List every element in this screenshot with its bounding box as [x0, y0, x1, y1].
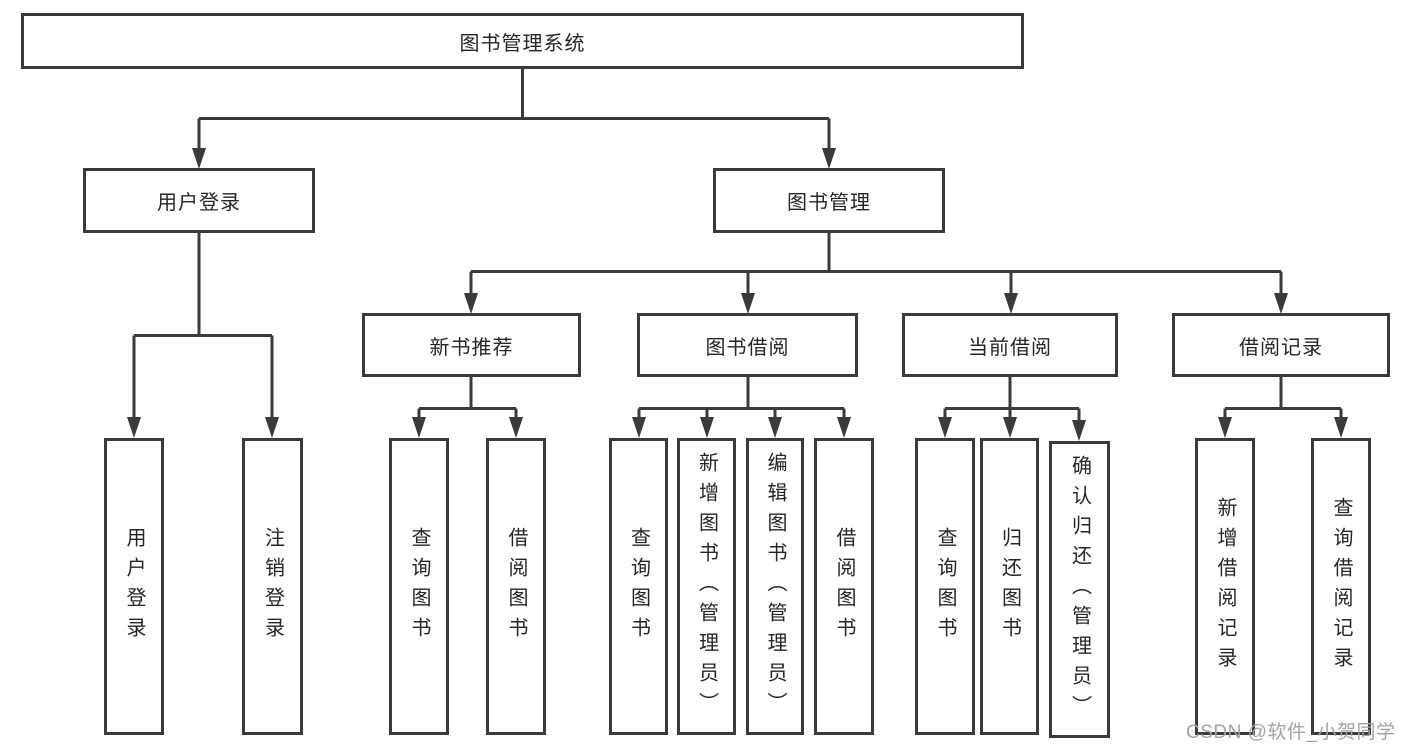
watermark: CSDN @软件_小贺同学 — [1186, 722, 1396, 743]
leaf-label: 归还图书 — [998, 526, 1021, 647]
node-current-borrow: 当前借阅 — [902, 313, 1118, 377]
leaf-user-login: 用户登录 — [104, 438, 164, 735]
leaf-label: 查询图书 — [408, 526, 430, 647]
leaf-borrow-book-2: 借阅图书 — [814, 438, 874, 735]
leaf-label: 确认归还（管理员） — [1068, 454, 1091, 725]
node-root: 图书管理系统 — [21, 13, 1024, 69]
leaf-label: 借阅图书 — [505, 526, 527, 647]
leaf-label: 查询图书 — [934, 526, 956, 647]
leaf-logout-login: 注销登录 — [242, 438, 303, 735]
leaf-label: 用户登录 — [123, 526, 145, 647]
leaf-add-book-admin: 新增图书（管理员） — [677, 438, 736, 735]
leaf-label: 新增图书（管理员） — [695, 451, 718, 722]
leaf-query-book-3: 查询图书 — [915, 438, 975, 735]
leaf-confirm-return-admin: 确认归还（管理员） — [1049, 441, 1110, 738]
node-new-book-recommend: 新书推荐 — [362, 313, 581, 377]
leaf-label: 借阅图书 — [833, 526, 855, 647]
leaf-borrow-book-1: 借阅图书 — [486, 438, 546, 735]
leaf-query-borrow-record: 查询借阅记录 — [1311, 438, 1371, 735]
leaf-return-book: 归还图书 — [980, 438, 1039, 735]
leaf-label: 编辑图书（管理员） — [764, 451, 786, 722]
leaf-label: 查询借阅记录 — [1330, 496, 1352, 677]
leaf-edit-book-admin: 编辑图书（管理员） — [746, 438, 804, 735]
leaf-label: 新增借阅记录 — [1214, 496, 1236, 677]
node-book-management: 图书管理 — [713, 168, 945, 233]
leaf-query-book-2: 查询图书 — [609, 438, 668, 735]
leaf-query-book-1: 查询图书 — [389, 438, 449, 735]
leaf-add-borrow-record: 新增借阅记录 — [1195, 438, 1255, 735]
node-borrow-record: 借阅记录 — [1172, 313, 1390, 377]
leaf-label: 注销登录 — [261, 526, 284, 647]
leaf-label: 查询图书 — [627, 526, 650, 647]
node-book-borrow: 图书借阅 — [637, 313, 858, 377]
node-user-login: 用户登录 — [83, 168, 315, 233]
